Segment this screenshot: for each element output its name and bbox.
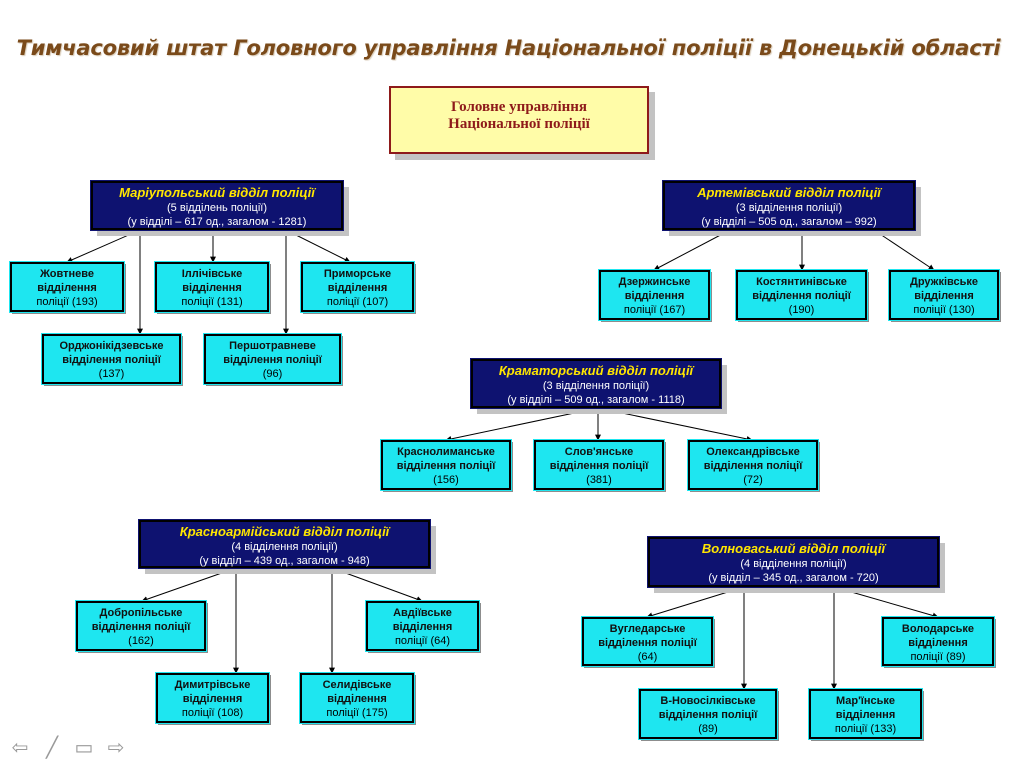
dept-name: Краматорський відділ поліції xyxy=(498,363,694,378)
unit-v-novosilkivske: В-Новосілківське відділення поліції (89) xyxy=(638,688,778,740)
dept-units-count: (3 відділення поліції) xyxy=(735,202,843,214)
unit-pershotravneve: Першотравневе відділення поліції (96) xyxy=(203,333,342,385)
unit-count: поліції (130) xyxy=(913,304,975,316)
unit-count: (64) xyxy=(637,651,658,663)
unit-count: поліції (193) xyxy=(36,296,98,308)
unit-count: (190) xyxy=(788,304,815,316)
unit-name: В-Новосілківське відділення поліції xyxy=(658,695,758,721)
unit-name: Селидівське відділення xyxy=(322,679,392,705)
pen-icon[interactable]: ╱ xyxy=(45,737,59,759)
unit-name: Олександрівське відділення поліції xyxy=(703,446,803,472)
unit-count: (137) xyxy=(98,368,125,380)
unit-avdiivske: Авдіївське відділення поліції (64) xyxy=(365,600,480,652)
main-directorate-box: Головне управління Національної поліції xyxy=(389,86,649,154)
dept-artemivsk: Артемівський відділ поліції (3 відділенн… xyxy=(662,180,916,231)
unit-name: Володарське відділення xyxy=(901,623,975,649)
dept-name: Волноваський відділ поліції xyxy=(701,541,886,556)
dept-units-count: (5 відділень поліції) xyxy=(167,202,267,214)
dept-kramatorsk: Краматорський відділ поліції (3 відділен… xyxy=(470,358,722,409)
unit-count: поліції (107) xyxy=(326,296,389,308)
unit-dymytrivske: Димитрівське відділення поліції (108) xyxy=(155,672,270,724)
dept-units-count: (3 відділення поліції) xyxy=(542,380,650,392)
unit-name: Краснолиманське відділення поліції xyxy=(396,446,496,472)
unit-count: поліції (175) xyxy=(326,707,388,719)
unit-name: Добропільське відділення поліції xyxy=(91,607,191,633)
dept-name: Маріупольський відділ поліції xyxy=(119,185,315,200)
unit-prymorske: Приморське відділення поліції (107) xyxy=(300,261,415,313)
unit-name: Дружківське відділення xyxy=(909,276,978,302)
unit-name: Приморське відділення xyxy=(323,268,392,294)
unit-count: (72) xyxy=(743,474,763,486)
dept-name: Красноармійський відділ поліції xyxy=(179,524,390,539)
unit-count: поліції (64) xyxy=(394,635,451,647)
unit-name: Жовтневе відділення xyxy=(37,268,97,294)
dept-staff: (у відділ – 439 од., загалом - 948) xyxy=(199,555,370,567)
dept-krasnoarmiysk: Красноармійський відділ поліції (4 відді… xyxy=(138,519,431,569)
unit-name: Авдіївське відділення xyxy=(392,607,453,633)
unit-count: (162) xyxy=(128,635,154,647)
unit-vuhledarske: Вугледарське відділення поліції (64) xyxy=(581,616,714,667)
unit-name: Орджонікідзевське відділення поліції xyxy=(59,340,164,366)
unit-krasnolymanske: Краснолиманське відділення поліції (156) xyxy=(380,439,512,491)
unit-count: поліції (108) xyxy=(181,707,244,719)
unit-dobropillia: Добропільське відділення поліції (162) xyxy=(75,600,207,652)
unit-name: Дзержинське відділення xyxy=(618,276,691,302)
hq-line-2: Національної поліції xyxy=(448,116,590,132)
unit-name: Димитрівське відділення xyxy=(174,679,251,705)
unit-zhovtneve: Жовтневе відділення поліції (193) xyxy=(9,261,125,313)
unit-volodarske: Володарське відділення поліції (89) xyxy=(881,616,995,667)
unit-name: Костянтинівське відділення поліції xyxy=(752,276,851,302)
arrow-left-icon[interactable]: ⇦ xyxy=(11,737,29,759)
slide-nav: ⇦ ╱ ▭ ⇨ xyxy=(8,736,128,760)
unit-kostiantynivske: Костянтинівське відділення поліції (190) xyxy=(735,269,868,321)
unit-count: (89) xyxy=(698,723,718,735)
unit-name: Першотравневе відділення поліції xyxy=(223,340,322,366)
unit-count: поліції (133) xyxy=(834,723,897,735)
unit-ordzhonikidzevske: Орджонікідзевське відділення поліції (13… xyxy=(41,333,182,385)
unit-count: (96) xyxy=(262,368,283,380)
menu-icon[interactable]: ▭ xyxy=(74,737,94,759)
dept-volnovakha: Волноваський відділ поліції (4 відділенн… xyxy=(647,536,940,588)
dept-staff: (у відділі – 505 од., загалом – 992) xyxy=(701,216,877,228)
dept-staff: (у відділі – 509 од., загалом - 1118) xyxy=(507,394,685,406)
unit-count: (156) xyxy=(433,474,459,486)
unit-oleksandrivske: Олександрівське відділення поліції (72) xyxy=(687,439,819,491)
unit-name: Мар'їнське відділення xyxy=(835,695,896,721)
dept-name: Артемівський відділ поліції xyxy=(697,185,881,200)
unit-dzerzhynske: Дзержинське відділення поліції (167) xyxy=(598,269,711,321)
dept-staff: (у відділі – 617 од., загалом - 1281) xyxy=(127,216,307,228)
unit-name: Вугледарське відділення поліції xyxy=(598,623,697,649)
unit-count: поліції (89) xyxy=(910,651,966,663)
dept-units-count: (4 відділення поліції) xyxy=(740,558,847,570)
dept-units-count: (4 відділення поліції) xyxy=(231,541,338,553)
unit-name: Іллічівське відділення xyxy=(181,268,243,294)
unit-druzhkivske: Дружківське відділення поліції (130) xyxy=(888,269,1000,321)
unit-count: (381) xyxy=(586,474,612,486)
unit-illichivske: Іллічівське відділення поліції (131) xyxy=(154,261,270,313)
hq-line-1: Головне управління xyxy=(450,99,588,115)
unit-marinske: Мар'їнське відділення поліції (133) xyxy=(808,688,923,740)
unit-sloviansk: Слов'янське відділення поліції (381) xyxy=(533,439,665,491)
dept-staff: (у відділ – 345 од., загалом - 720) xyxy=(708,572,879,584)
page-title: Тимчасовий штат Головного управління Нац… xyxy=(16,36,1001,60)
unit-count: поліції (131) xyxy=(181,296,243,308)
unit-name: Слов'янське відділення поліції xyxy=(549,446,649,472)
unit-count: поліції (167) xyxy=(623,304,686,316)
unit-selydivske: Селидівське відділення поліції (175) xyxy=(299,672,415,724)
arrow-right-icon[interactable]: ⇨ xyxy=(107,737,125,759)
dept-mariupol: Маріупольський відділ поліції (5 відділе… xyxy=(90,180,344,231)
